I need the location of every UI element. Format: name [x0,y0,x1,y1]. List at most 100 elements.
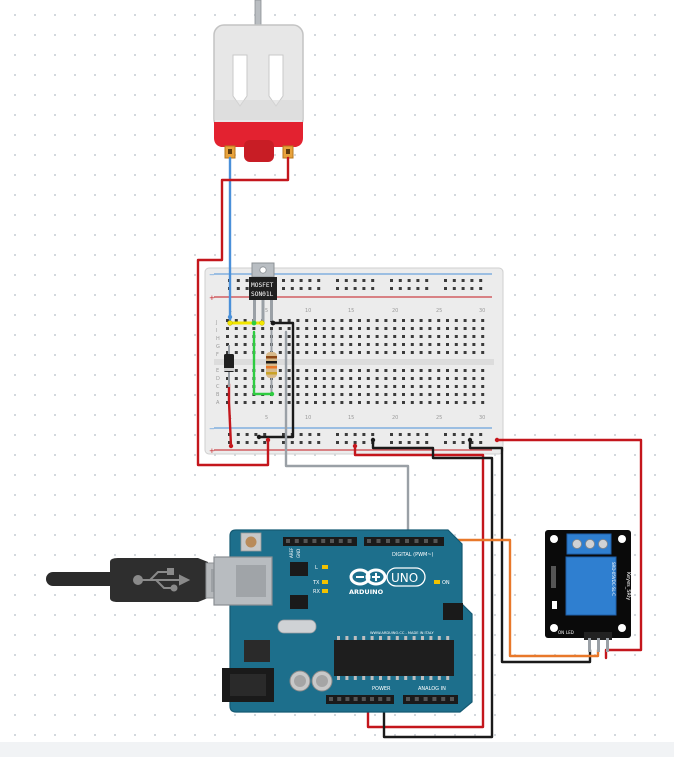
dc-motor[interactable] [213,0,304,162]
rail-hole [390,441,393,444]
relay-mount-hole-4 [618,624,626,632]
relay-pin-vcc[interactable] [597,638,600,652]
rail-hole [308,433,312,436]
breadboard-hole [349,393,353,396]
relay-module[interactable]: SRD-05VDC-SL-C Keyes_SRly ON LED [545,530,631,652]
wire-black-gnd[interactable] [371,438,494,739]
breadboard-hole [243,343,247,346]
breadboard-hole [358,351,361,354]
wire-gray-signal[interactable] [284,330,410,539]
breadboard-hole [314,343,317,346]
wire-red-relay[interactable] [495,438,643,660]
breadboard-hole [226,385,229,388]
breadboard-center-channel [214,359,494,365]
reset-button[interactable] [245,536,257,548]
icsp-header [443,603,463,620]
breadboard-hole [314,369,317,372]
usb-cable[interactable] [46,558,243,602]
breadboard-hole [375,343,379,346]
breadboard-hole [410,319,414,322]
breadboard-hole [454,343,458,346]
chip-leg [395,676,399,680]
rail-hole [407,287,411,290]
wire-black-relay[interactable] [468,438,592,664]
wire-red-motor[interactable] [196,156,290,467]
breadboard-hole [252,401,256,404]
header-pin [367,539,371,543]
breadboard-hole [384,319,388,322]
breadboard-hole [358,377,361,380]
breadboard-hole [384,335,388,338]
breadboard-hole [234,343,238,346]
breadboard-hole [305,377,309,380]
rail-hole [282,433,285,436]
endpoint-dot [251,320,257,326]
mosfet[interactable]: MOSFET SON01L [249,262,277,321]
arduino-brand: ARDUINO [349,588,384,596]
relay-pin-sig[interactable] [606,638,609,652]
rail-hole [245,279,249,282]
breadboard-hole [419,377,423,380]
rail-hole [371,433,375,436]
resistor-band-4 [266,372,277,375]
breadboard-hole [278,369,282,372]
chip-leg [404,676,408,680]
breadboard-hole [375,377,379,380]
breadboard-hole [278,343,282,346]
header-pin [376,539,381,543]
chip-leg [395,636,399,640]
rail-hole [416,287,420,290]
breadboard-hole [402,335,405,338]
breadboard-hole [358,393,361,396]
rail-hole [299,433,303,436]
row-letter: B [216,392,220,398]
relay-pin-gnd[interactable] [588,638,591,652]
rail-plus-top: + [209,294,215,302]
breadboard-hole [261,335,265,338]
breadboard-hole [384,377,388,380]
breadboard-hole [358,335,361,338]
wire-black-source[interactable] [257,321,295,439]
rail-hole [263,441,267,444]
relay-on-label: ON [558,630,564,635]
relay-mount-hole-3 [618,535,626,543]
col-number: 20 [392,415,398,421]
wire-red-vcc[interactable] [353,444,485,729]
breadboard-hole [481,351,485,354]
relay-mount-hole-2 [550,624,558,632]
resistor[interactable] [266,330,277,395]
header-pin [405,539,409,543]
breadboard-hole [419,369,423,372]
breadboard-hole [261,385,265,388]
breadboard-hole [481,401,485,404]
rail-hole [390,279,393,282]
arduino-uno[interactable]: UNO ARDUINO DIGITAL (PWM~) ANALOG IN POW… [213,529,473,713]
endpoint-dot [265,437,271,443]
breadboard-hole [226,327,229,330]
rail-hole [416,279,420,282]
rail-hole [236,433,240,436]
diode[interactable] [224,345,234,387]
rail-hole [299,287,303,290]
breadboard-hole [472,319,476,322]
relay-terminal-screw [598,539,608,549]
breadboard-hole [446,401,449,404]
breadboard-hole [287,343,291,346]
chip-leg [421,636,424,640]
rail-minus-top: − [209,271,215,279]
breadboard-hole [287,327,291,330]
rail-hole [290,279,294,282]
header-pin [337,697,342,701]
breadboard-hole [322,401,326,404]
row-letter: F [216,352,219,358]
rail-hole [308,441,312,444]
wire-red-diode[interactable] [227,382,233,448]
rail-hole [407,441,411,444]
aref-label: AREF [289,547,294,558]
wire-orange-relay[interactable] [436,538,600,658]
breadboard-hole [278,393,282,396]
breadboard-hole [437,377,441,380]
chip-leg [345,636,349,640]
wire-green-gate[interactable] [252,330,274,396]
